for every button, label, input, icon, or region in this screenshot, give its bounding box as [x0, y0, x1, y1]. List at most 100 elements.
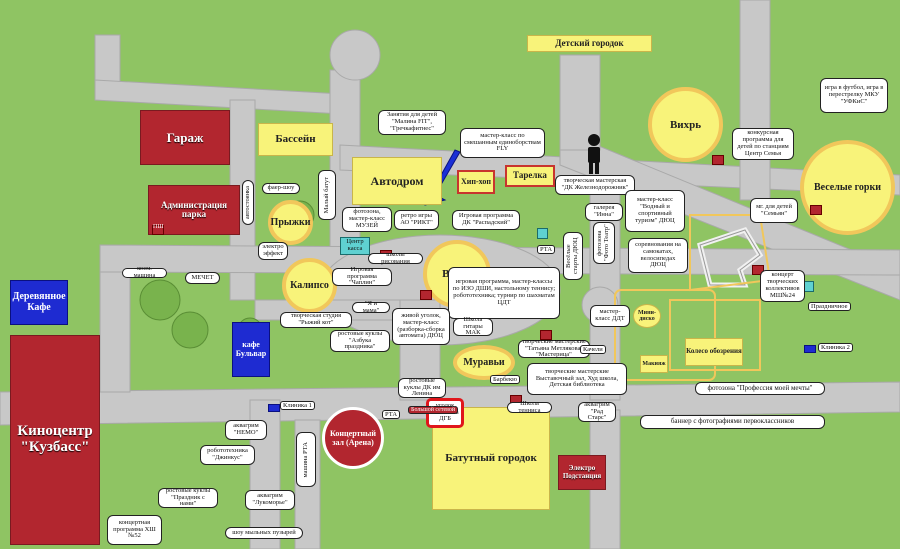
label-master-ddt: мастер-класс ДДТ: [590, 305, 630, 327]
building-label: Колесо обозрения: [686, 347, 742, 356]
label-text: ПШ: [153, 224, 164, 230]
building-avtodrom: Автодром: [352, 157, 442, 205]
label-master-mylnye: мастер-класс по смешанным единоборствам …: [460, 128, 545, 158]
label-kontsert-kollektiv: концерт творческих коллективов МШ№24: [760, 270, 805, 302]
label-banner: баннер с фотографиями первоклассников: [640, 415, 825, 429]
building-label: Макияж: [642, 360, 666, 367]
marker: [810, 205, 822, 215]
marker: [152, 225, 164, 235]
building-label: Хип-хоп: [461, 176, 491, 186]
marker: [712, 155, 724, 165]
label-text: фотозона "Фото Театр": [596, 224, 610, 262]
road-left-down: [99, 271, 131, 393]
label-igrovaya-master: игровая программа, мастер-классы по ИЗО …: [448, 267, 560, 319]
label-gazebo-inna: галерея "Инна": [585, 203, 623, 221]
circle-label: Веселые горки: [814, 182, 881, 193]
building-label: Гараж: [166, 129, 204, 145]
label-klinika1: Клиника 1: [280, 401, 315, 410]
label-rostovye-dzhinkus: ростовые куклы "Праздник с нами": [158, 486, 218, 508]
label-igrovaya-chaplin: Игровая программа "Чаплин": [332, 265, 392, 287]
plaza-top-circle: [329, 29, 381, 81]
label-zhivoy-ugolok: живой уголок, мастер-класс (разборка-сбо…: [392, 308, 450, 345]
label-text: Школа гитары МАК: [463, 315, 483, 337]
label-tvorch-tatyana: творческие мастерские "Татьяна Метлякова…: [518, 337, 590, 359]
label-avtogrim: аквагрим "Рад Старс": [578, 401, 616, 422]
label-text: конкурсная программа для детей по станци…: [737, 129, 789, 157]
label-text: ретро игры АО "РИКТ": [400, 212, 433, 226]
label-text: творческие мастерские "Татьяна Метлякова…: [522, 337, 586, 359]
label-text: Клиника 2: [821, 344, 850, 351]
building-garazh: Гараж: [140, 110, 230, 165]
label-text: косм. машина: [133, 265, 156, 279]
circle-muravi: Муравьи: [453, 345, 515, 380]
label-text: игровая программа, мастер-классы по ИЗО …: [452, 278, 556, 306]
teal-marker: [537, 228, 548, 239]
label-text: мастер-класс по смешанным единоборствам …: [464, 131, 541, 153]
circle-veselye-gorki: Веселые горки: [800, 140, 895, 235]
label-text: ростовые куклы ДК им Ленина: [403, 376, 441, 398]
label-text: Праздничное: [811, 303, 848, 310]
label-text: мастер-класс "Водный и спортивный туризм…: [635, 196, 675, 224]
building-label: Администрация парка: [160, 199, 227, 219]
building-khip-khop: Хип-хоп: [457, 170, 495, 194]
label-mini-tyubing: Большой сетевой: [408, 406, 459, 414]
label-text: концерт творческих коллективов МШ№24: [765, 271, 800, 299]
circle-label: Муравьи: [463, 357, 505, 368]
label-shkoly-risovaniya: школы рисования: [368, 251, 423, 264]
label-text: Малый батут: [322, 176, 330, 214]
label-zanyatiya: Занятия для детей "Малина FIT", "Гречкаф…: [378, 110, 446, 135]
circle-label: Калипсо: [290, 280, 329, 291]
marker: [540, 330, 552, 340]
label-retro-igry: ретро игры АО "РИКТ": [394, 210, 439, 230]
circle-vikhr: Вихрь: [648, 87, 723, 162]
building-label: Электро Подстанция: [562, 464, 602, 480]
building-tarelka: Тарелка: [505, 165, 555, 187]
label-stroitel: Клиника 2: [818, 343, 853, 352]
zone-outline-left: [614, 289, 716, 381]
racetrack-outline: [699, 229, 761, 286]
label-text: фотозона, мастер-класс МУЗЕЙ: [348, 208, 386, 229]
building-koleso: Колесо обозрения: [685, 338, 743, 366]
building-label: Бассейн: [275, 132, 316, 145]
label-akvagrim-nemo: аквагрим "НЕМО": [225, 420, 267, 440]
label-text: РТА: [385, 411, 398, 418]
label-fotozona-fotoshow: фотозона "Фото Театр": [593, 222, 615, 264]
label-text: Занятия для детей "Малина FIT", "Гречкаф…: [386, 111, 438, 132]
label-text: Школа тенниса: [518, 399, 541, 414]
marker-blue: [268, 404, 280, 412]
label-koleso-small: Качели: [580, 345, 606, 354]
label-shou-puzyrey: шоу мыльных пузырей: [225, 527, 303, 539]
label-mg-dlya-detey: мг. для детей "Семьян": [750, 198, 798, 223]
label-mecheti: МЕЧЕТ: [185, 272, 220, 284]
person-icon: [588, 134, 600, 174]
label-text: игра в футбол, игра в перестрелку МКУ "У…: [824, 84, 884, 105]
label-text: живой уголок, мастер-класс (разборка-сбо…: [397, 311, 445, 340]
label-text: Весёлые старты ДЮЦ: [565, 237, 579, 275]
building-kafe-bulvar: кафе Бульвар: [232, 322, 270, 377]
label-vesel-starty: Весёлые старты ДЮЦ: [563, 232, 583, 280]
label-fayer-shou: фаер-шоу: [262, 183, 300, 194]
label-text: аквагрим "НЕМО": [233, 422, 259, 436]
building-label: Центр касса: [346, 238, 364, 252]
label-text: ростовые куклы "Праздник с нами": [165, 486, 211, 508]
label-mashina: косм. машина: [122, 265, 167, 279]
circle-label: Вихрь: [669, 118, 702, 131]
label-text: галерея "Инна": [593, 204, 615, 218]
label-pta2: РТА: [382, 410, 401, 419]
building-derevyannoe-kafe: Деревянное Кафе: [10, 280, 68, 325]
label-fotozona-muzey: фотозона, мастер-класс МУЗЕЙ: [342, 207, 392, 232]
label-malyy-batut: Малый батут: [318, 170, 336, 220]
label-text: Игровая программа "Чаплин": [347, 265, 377, 287]
building-label: Детский городок: [555, 37, 624, 48]
label-text: соревнования на самокатах, велосипедах Д…: [635, 240, 681, 269]
building-kinotsentr: Киноцентр "Кузбасс": [10, 335, 100, 545]
label-sorevnovaniya: соревнования на самокатах, велосипедах Д…: [628, 238, 688, 273]
bush: [171, 311, 209, 349]
label-text: концертная программа ХШ №52: [113, 518, 156, 540]
building-nc-label: ПШ: [153, 224, 163, 230]
label-text: "Я и мама": [362, 299, 380, 314]
building-label: Автодром: [370, 173, 424, 188]
label-text: РТА: [540, 246, 553, 253]
label-text: Барбекю: [493, 376, 517, 383]
label-igra-futbol: игра в футбол, игра в перестрелку МКУ "У…: [820, 78, 888, 113]
